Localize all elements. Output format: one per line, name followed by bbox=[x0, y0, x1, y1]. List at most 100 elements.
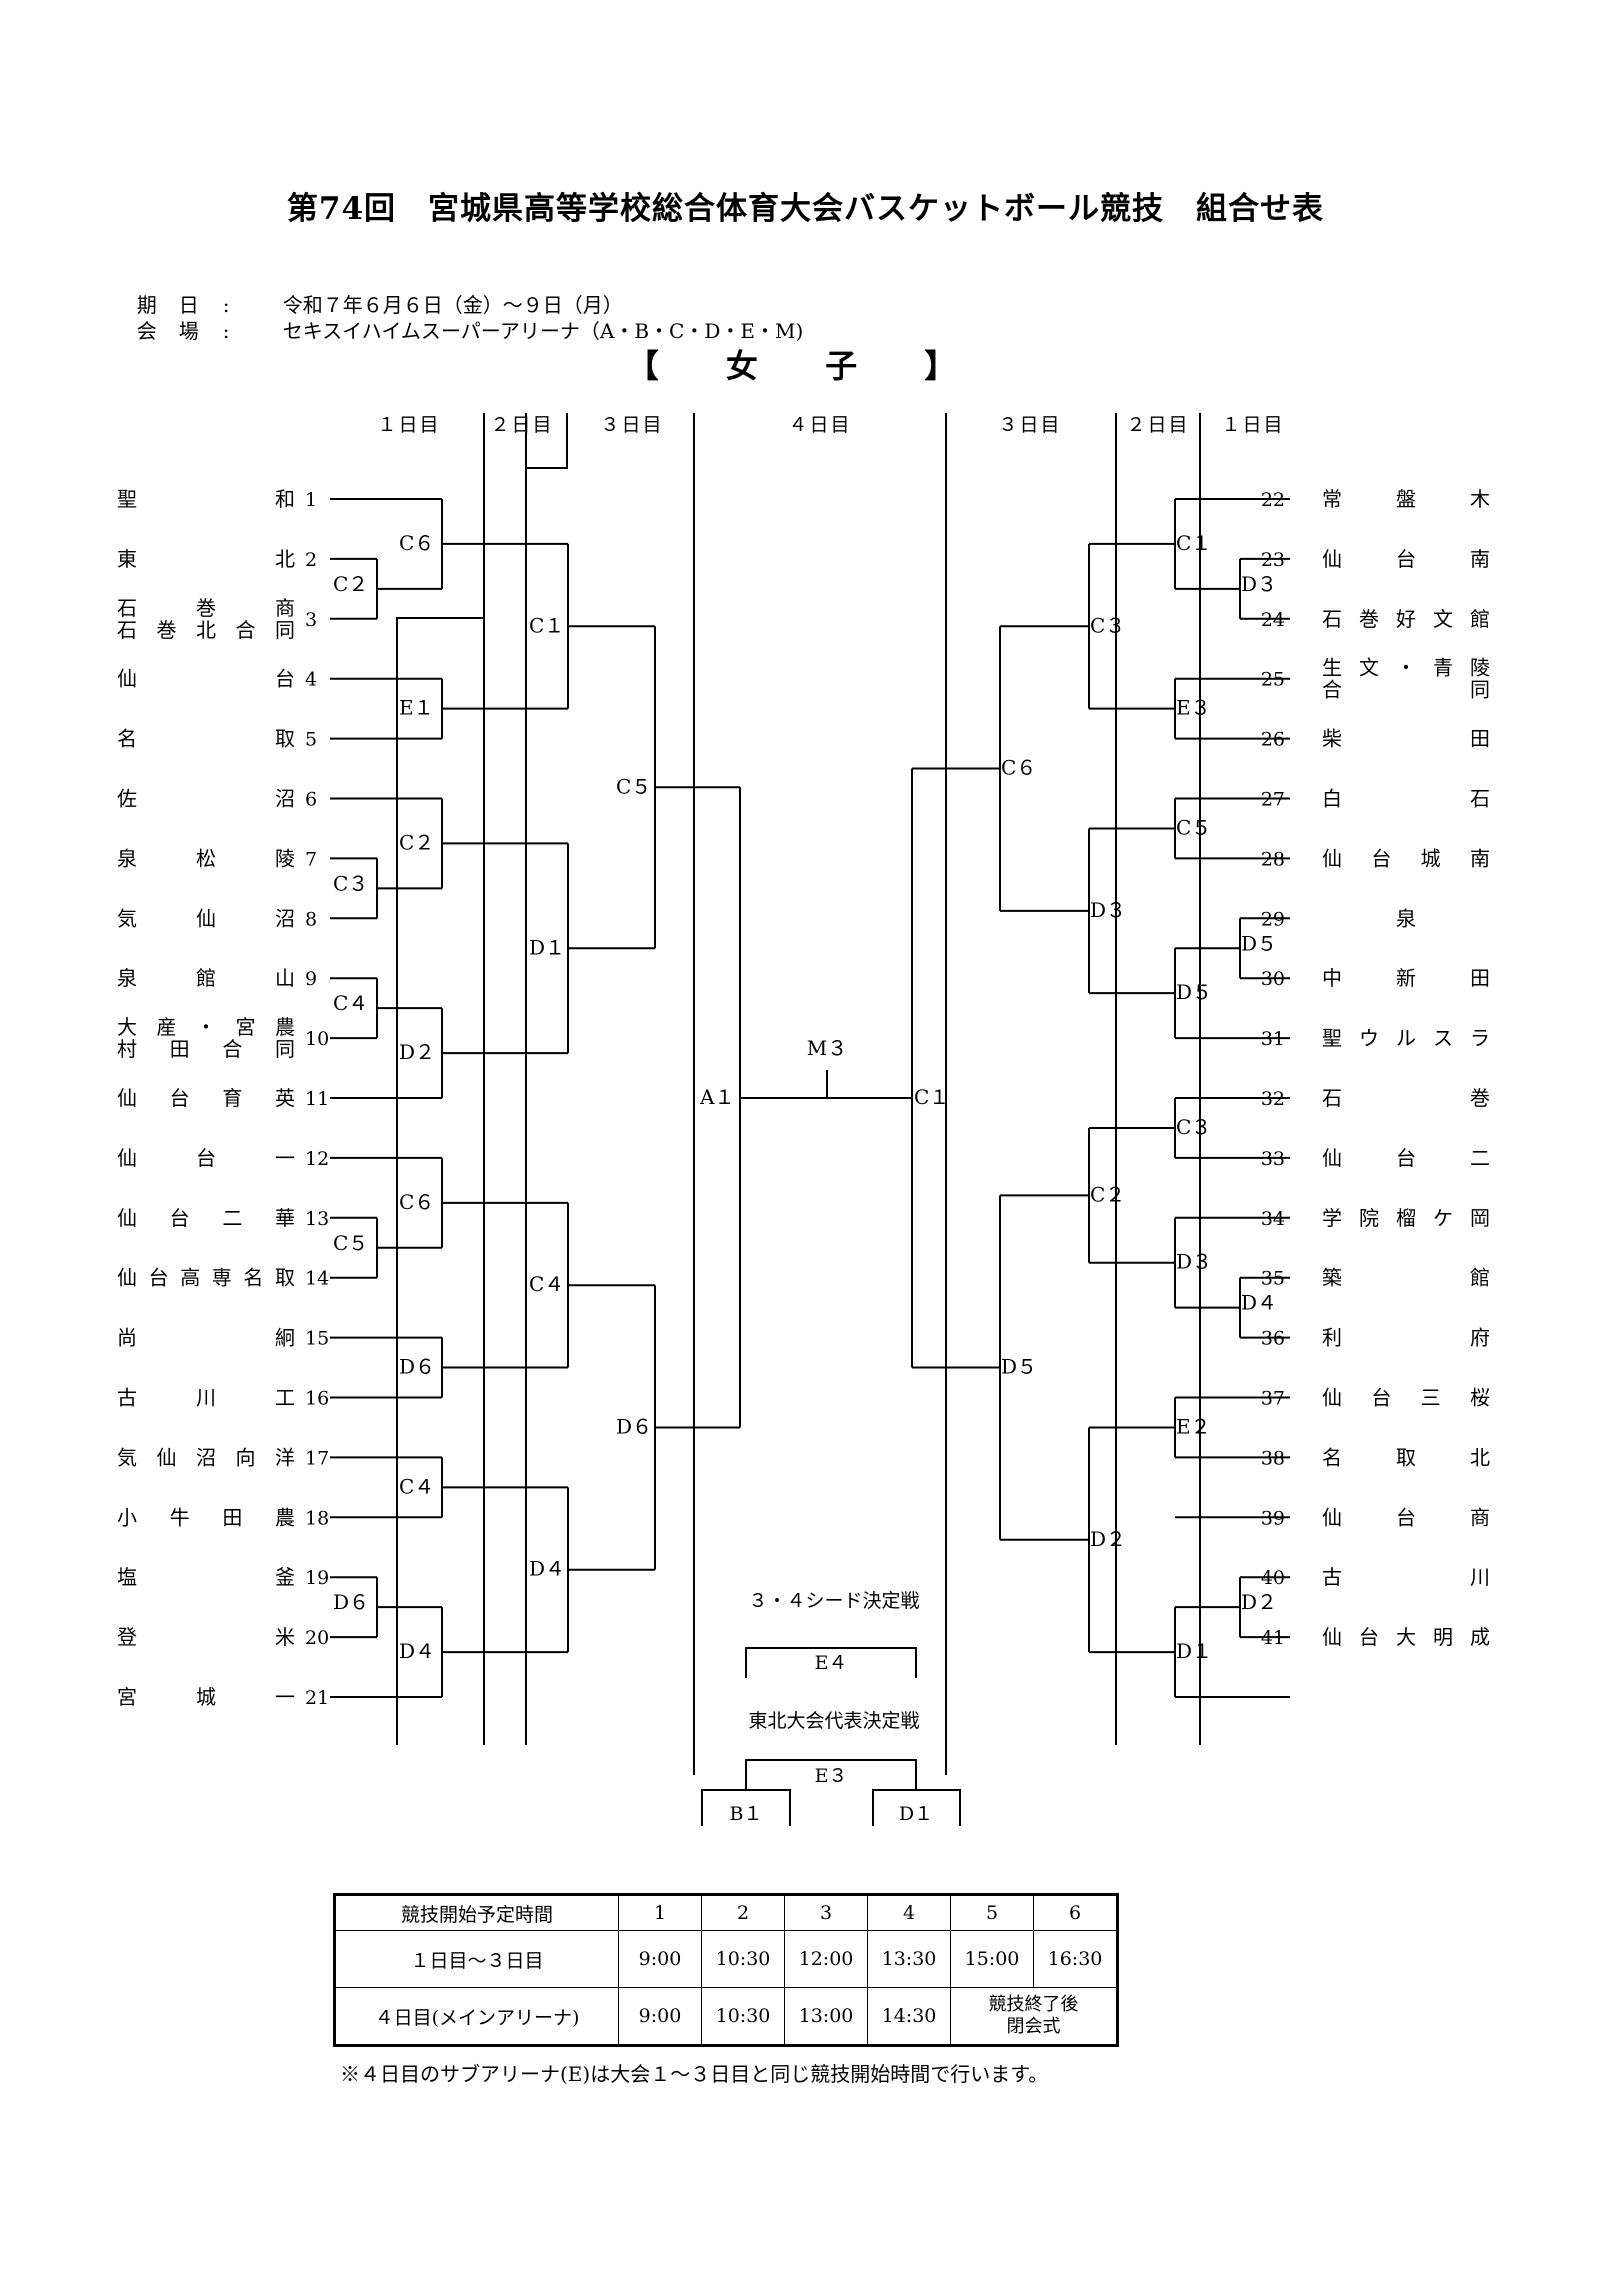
right-team-name: 古川 bbox=[1322, 1565, 1490, 1589]
right-team-number: 26 bbox=[1261, 729, 1285, 751]
day-divider bbox=[396, 617, 484, 1745]
schedule-header-cell: 3 bbox=[784, 1894, 868, 1931]
schedule-cell: 9:00 bbox=[618, 1987, 702, 2046]
tohoku-right-court: D１ bbox=[899, 1803, 933, 1825]
court-label: D２ bbox=[1241, 1590, 1277, 1614]
left-team-name: 登米 bbox=[117, 1625, 295, 1649]
right-team-number: 23 bbox=[1261, 549, 1285, 571]
left-team-name-2: 石巻北合同 bbox=[117, 618, 295, 642]
right-team-number: 22 bbox=[1261, 489, 1285, 511]
left-team-name: 仙台 bbox=[117, 667, 295, 691]
closing-line-1: 競技終了後 bbox=[988, 1994, 1079, 2015]
right-team-number: 24 bbox=[1261, 609, 1285, 631]
court-label: C５ bbox=[1176, 815, 1211, 839]
day-header-left-1: １日目 bbox=[377, 414, 440, 436]
right-team-number: 37 bbox=[1261, 1388, 1285, 1410]
left-team-number: 6 bbox=[305, 789, 317, 811]
schedule-cell: 15:00 bbox=[950, 1930, 1034, 1988]
right-team-number: 32 bbox=[1261, 1088, 1285, 1110]
left-team-number: 8 bbox=[305, 908, 317, 930]
schedule-table: 競技開始予定時間 1 2 3 4 5 6 １日目～３日目 9:00 10:30 … bbox=[333, 1893, 1119, 2047]
court-label-final: M３ bbox=[807, 1036, 847, 1060]
court-label: D４ bbox=[529, 1557, 565, 1581]
schedule-cell: 16:30 bbox=[1033, 1930, 1118, 1988]
right-team-number: 40 bbox=[1261, 1567, 1285, 1589]
day-header-center: ４日目 bbox=[788, 414, 851, 436]
right-team-name: 仙台商 bbox=[1322, 1505, 1490, 1529]
right-team-number: 41 bbox=[1261, 1627, 1285, 1649]
left-team-name: 大産・宮農 bbox=[117, 1015, 295, 1039]
schedule-header-cell: 1 bbox=[618, 1894, 702, 1931]
schedule-cell: 13:00 bbox=[784, 1987, 868, 2046]
left-team-number: 7 bbox=[305, 848, 317, 870]
left-team-name: 仙台高専名取 bbox=[117, 1266, 295, 1290]
court-label: D６ bbox=[399, 1355, 435, 1379]
court-label: C３ bbox=[1176, 1115, 1211, 1139]
seed-match-bracket bbox=[745, 1647, 917, 1678]
right-team-number: 39 bbox=[1261, 1507, 1285, 1529]
venue-value: セキスイハイムスーパーアリーナ（A・B・C・D・E・M) bbox=[282, 319, 804, 343]
left-team-number: 12 bbox=[305, 1148, 329, 1170]
tohoku-match-bracket bbox=[745, 1759, 917, 1790]
right-team-name: 泉 bbox=[1396, 906, 1416, 930]
court-label: D２ bbox=[1090, 1527, 1126, 1551]
left-team-number: 10 bbox=[305, 1028, 329, 1050]
court-label: D３ bbox=[1176, 1250, 1212, 1274]
court-label: E２ bbox=[1176, 1414, 1211, 1438]
page-title: 第74回 宮城県高等学校総合体育大会バスケットボール競技 組合せ表 bbox=[286, 191, 1325, 227]
court-label: D５ bbox=[1241, 931, 1277, 955]
schedule-row: １日目～３日目 9:00 10:30 12:00 13:30 15:00 16:… bbox=[334, 1930, 1118, 1988]
left-team-name: 古川工 bbox=[117, 1386, 295, 1410]
bracket-lines bbox=[330, 413, 1290, 1826]
day-header-right-2: ２日目 bbox=[1126, 414, 1189, 436]
left-team-number: 3 bbox=[305, 609, 317, 631]
left-team-name: 佐沼 bbox=[117, 787, 295, 811]
court-label: C４ bbox=[529, 1272, 564, 1296]
schedule-header-cell: 4 bbox=[867, 1894, 951, 1931]
left-team-name: 石巻商 bbox=[117, 596, 295, 620]
right-team-number: 29 bbox=[1261, 908, 1285, 930]
right-team-number: 30 bbox=[1261, 968, 1285, 990]
date-colon: : bbox=[222, 293, 230, 317]
right-team-number: 31 bbox=[1261, 1028, 1285, 1050]
court-label-final-right: C１ bbox=[914, 1085, 949, 1109]
left-team-name: 気仙沼向洋 bbox=[117, 1445, 295, 1469]
schedule-closing-cell: 競技終了後 閉会式 bbox=[950, 1987, 1118, 2046]
left-team-number: 4 bbox=[305, 669, 317, 691]
schedule-cell: １日目～３日目 bbox=[334, 1930, 619, 1988]
court-label: C６ bbox=[1001, 756, 1036, 780]
right-team-name: 聖ウルスラ bbox=[1322, 1026, 1490, 1050]
court-label: C３ bbox=[1090, 613, 1125, 637]
tohoku-left-court: B１ bbox=[730, 1803, 763, 1825]
court-label: D４ bbox=[1241, 1291, 1277, 1315]
right-team-name: 石巻 bbox=[1322, 1086, 1490, 1110]
right-team-name: 仙台南 bbox=[1322, 547, 1490, 571]
court-label: D５ bbox=[1001, 1355, 1037, 1379]
schedule-cell: 9:00 bbox=[618, 1930, 702, 1988]
court-label: C２ bbox=[333, 572, 368, 596]
court-label: C１ bbox=[1176, 531, 1211, 555]
left-team-name: 仙台一 bbox=[117, 1146, 295, 1170]
left-team-name: 泉松陵 bbox=[117, 846, 295, 870]
venue-row: 会場:セキスイハイムスーパーアリーナ（A・B・C・D・E・M) bbox=[124, 291, 804, 344]
tohoku-match-label: 東北大会代表決定戦 bbox=[748, 1710, 919, 1732]
schedule-header-cell: 2 bbox=[701, 1894, 785, 1931]
left-team-number: 1 bbox=[305, 489, 317, 511]
left-team-number: 11 bbox=[305, 1088, 329, 1110]
left-team-name: 仙台二華 bbox=[117, 1206, 295, 1230]
court-label: D６ bbox=[333, 1590, 369, 1614]
left-team-name: 尚絅 bbox=[117, 1326, 295, 1350]
court-label: D２ bbox=[399, 1040, 435, 1064]
court-label: D３ bbox=[1090, 898, 1126, 922]
day-divider bbox=[525, 413, 568, 1745]
left-team-name: 聖和 bbox=[117, 487, 295, 511]
court-label: E１ bbox=[399, 696, 434, 720]
court-label: C６ bbox=[399, 531, 434, 555]
right-team-name: 白石 bbox=[1322, 787, 1490, 811]
date-key: 期日 bbox=[136, 293, 221, 317]
court-label: E３ bbox=[1176, 696, 1211, 720]
left-team-number: 5 bbox=[305, 729, 317, 751]
court-label: C１ bbox=[529, 613, 564, 637]
court-label: D４ bbox=[399, 1639, 435, 1663]
day-header-left-2: ２日目 bbox=[490, 414, 553, 436]
